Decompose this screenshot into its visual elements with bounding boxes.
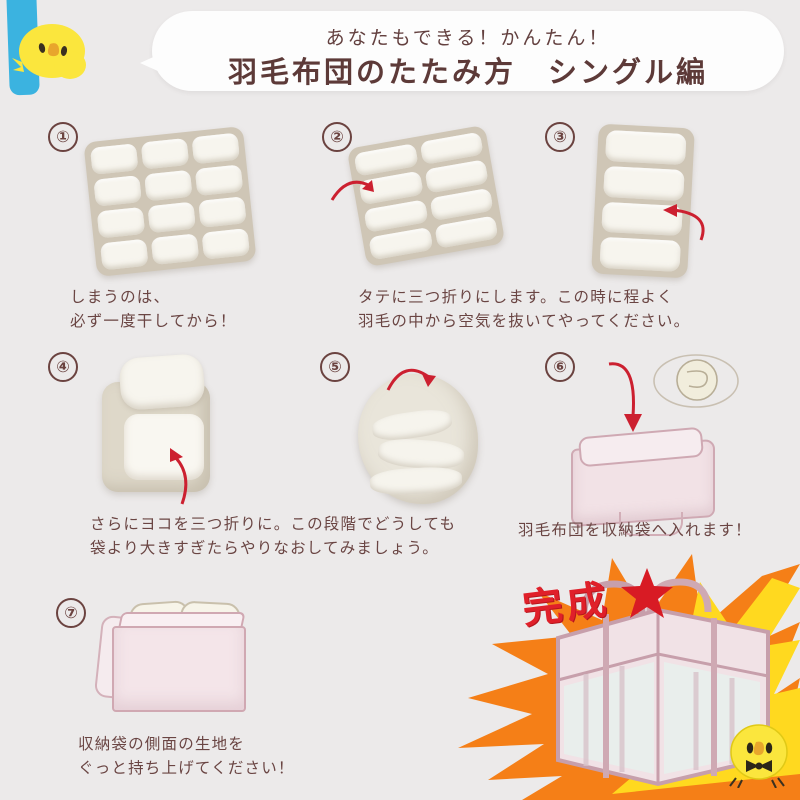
page-title: 羽毛布団のたたみ方 シングル編: [227, 55, 708, 89]
step-4-illustration: [96, 353, 216, 496]
step-number-4: ④: [48, 352, 78, 382]
chick-mascot-icon: [12, 24, 86, 79]
fold-arrow-icon: [386, 368, 436, 391]
star-icon: [620, 566, 674, 624]
title-speech-bubble: あなたもできる！かんたん！ 羽毛布団のたたみ方 シングル編: [152, 11, 784, 91]
step-number-5: ⑤: [320, 352, 350, 382]
step-6-futon-above: [653, 350, 739, 416]
fold-arrow-icon: [330, 180, 374, 201]
step-2-caption: タテに三つ折りにします。この時に程よく 羽毛の中から空気を抜いてやってください。: [358, 288, 691, 330]
step-6-caption: 羽毛布団を収納袋へ入れます！: [518, 521, 752, 539]
title-subtitle: あなたもできる！かんたん！: [325, 27, 611, 49]
step-number-2: ②: [322, 122, 352, 152]
step-7-caption: 収納袋の側面の生地を ぐっと持ち上げてください！: [78, 735, 295, 777]
speech-bubble-tail: [140, 54, 160, 72]
insert-arrow-icon: [608, 362, 642, 432]
step-number-6: ⑥: [545, 352, 575, 382]
step-4-caption: さらにヨコを三つ折りに。この段階でどうしても 袋より大きすぎたらやりなおしてみま…: [90, 515, 457, 557]
step-7-illustration: [93, 596, 252, 716]
finale-label: 完成: [520, 576, 613, 634]
step-5-illustration: [358, 374, 478, 504]
chick-mascot-bowtie-icon: [729, 724, 788, 788]
step-1-caption: しまうのは、 必ず一度干してから！: [70, 288, 237, 330]
step-number-7: ⑦: [56, 598, 86, 628]
lift-arrow-icon: [170, 448, 188, 505]
step-number-1: ①: [48, 122, 78, 152]
fold-arrow-icon: [663, 204, 705, 241]
step-1-illustration: [83, 126, 257, 277]
step-6-illustration: [571, 426, 715, 536]
step-number-3: ③: [545, 122, 575, 152]
